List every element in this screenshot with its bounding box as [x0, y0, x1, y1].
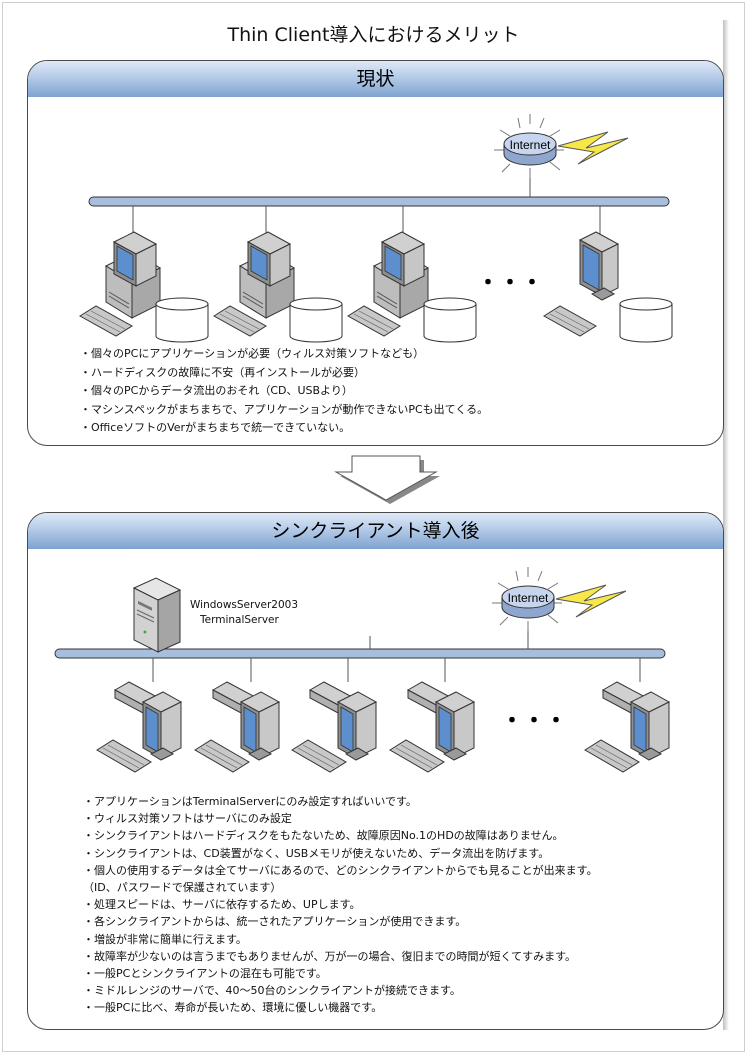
network-bus	[88, 196, 670, 207]
list-item: ・個々のPCからデータ流出のおそれ（CD、USBより）	[80, 384, 353, 398]
thin-client-icon	[194, 681, 280, 773]
network-bus	[54, 648, 666, 659]
page-title: Thin Client導入におけるメリット	[227, 24, 520, 46]
current-network-diagram: Internet ・・・	[79, 113, 673, 343]
list-item: ・シンクライアントは、CD装置がなく、USBメモリが使えないため、データ流出を防…	[83, 846, 550, 860]
internet-label: Internet	[508, 591, 549, 605]
thin-client-icon	[96, 681, 182, 773]
list-item: ・ハードディスクの故障に不安（再インストールが必要）	[80, 365, 366, 379]
desktop-pc-icon	[213, 231, 343, 343]
lcd-pc-icon	[543, 231, 673, 343]
list-item: （ID、パスワードで保護されています）	[83, 880, 282, 894]
list-item: ・各シンクライアントからは、統一されたアプリケーションが使用できます。	[83, 915, 467, 929]
current-state-header: 現状	[28, 61, 723, 97]
internet-label: Internet	[510, 138, 551, 152]
server-label-line2: TerminalServer	[200, 614, 279, 626]
list-item: ・一般PCに比べ、寿命が長いため、環境に優しい機器です。	[83, 1001, 383, 1015]
transition-arrow-icon	[334, 455, 440, 504]
list-item: ・個々のPCにアプリケーションが必要（ウィルス対策ソフトなども）	[80, 347, 425, 360]
current-issues-list: ・個々のPCにアプリケーションが必要（ウィルス対策ソフトなども） ・ハードディス…	[80, 345, 488, 438]
ellipsis: ・・・	[477, 271, 543, 296]
thin-client-icon	[291, 681, 377, 773]
list-item: ・一般PCとシンクライアントの混在も可能です。	[83, 966, 327, 980]
list-item: ・マシンスペックがまちまちで、アプリケーションが動作できないPCも出てくる。	[80, 402, 489, 416]
desktop-pc-icon	[79, 231, 209, 343]
list-item: ・故障率が少ないのは言うまでもありませんが、万が一の場合、復旧までの時間が短くて…	[83, 949, 577, 963]
list-item: ・アプリケーションはTerminalServerにのみ設定すればいいです。	[83, 795, 417, 808]
list-item: ・増設が非常に簡単に行えます。	[83, 932, 247, 946]
server-icon	[133, 577, 181, 653]
list-item: ・ウィルス対策ソフトはサーバにのみ設定	[83, 812, 292, 826]
list-item: ・シンクライアントはハードディスクをもたないため、故障原因No.1のHDの故障は…	[83, 829, 564, 843]
desktop-pc-icon	[347, 231, 477, 343]
thin-client-icon	[389, 681, 475, 773]
list-item: ・処理スピードは、サーバに依存するため、UPします。	[83, 898, 361, 912]
server-label-line1: WindowsServer2003	[190, 599, 299, 611]
merits-list: ・アプリケーションはTerminalServerにのみ設定すればいいです。 ・ウ…	[83, 793, 598, 1016]
ellipsis: ・・・	[501, 709, 567, 734]
thin-client-icon	[584, 681, 670, 773]
page-edge-shadow	[723, 20, 729, 1030]
after-intro-header: シンクライアント導入後	[28, 513, 723, 549]
after-network-diagram: Internet ・・・	[54, 566, 670, 773]
list-item: ・個人の使用するデータは全てサーバにあるので、どのシンクライアントからでも見るこ…	[83, 863, 598, 877]
list-item: ・OfficeソフトのVerがまちまちで統一できていない。	[80, 421, 351, 435]
list-item: ・ミドルレンジのサーバで、40～50台のシンクライアントが接続できます。	[83, 984, 461, 998]
